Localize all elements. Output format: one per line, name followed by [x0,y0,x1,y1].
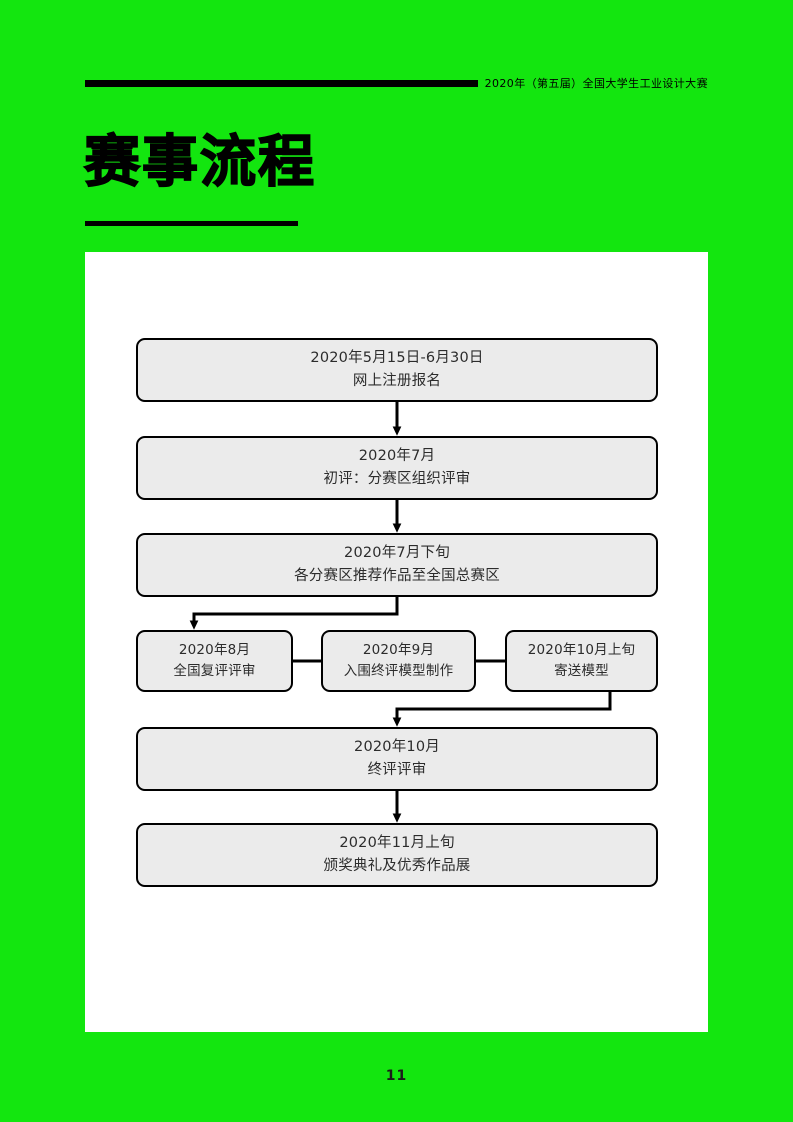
process-flowchart: 2020年5月15日-6月30日 网上注册报名 2020年7月 初评：分赛区组织… [85,252,708,1032]
content-panel: 2020年5月15日-6月30日 网上注册报名 2020年7月 初评：分赛区组织… [85,252,708,1032]
page-header: 2020年（第五届）全国大学生工业设计大赛 [85,72,708,94]
flow-node-line2: 全国复评评审 [173,663,256,679]
flow-node-line1: 2020年8月 [178,642,251,658]
flow-node-line2: 网上注册报名 [352,373,442,389]
page-title: 赛事流程 [83,130,316,195]
flow-node-line1: 2020年5月15日-6月30日 [310,350,484,366]
flow-node-line2: 各分赛区推荐作品至全国总赛区 [294,568,500,584]
flow-node-registration[interactable]: 2020年5月15日-6月30日 网上注册报名 [136,338,658,402]
flow-node-line1: 2020年9月 [362,642,435,658]
flow-node-line2: 颁奖典礼及优秀作品展 [323,858,471,874]
flow-node-send-model[interactable]: 2020年10月上旬 寄送模型 [505,630,658,692]
header-rule-icon [85,79,478,87]
flow-node-line1: 2020年10月 [354,739,440,755]
flow-node-national-second-review[interactable]: 2020年8月 全国复评评审 [136,630,293,692]
title-underline [85,221,298,226]
flow-node-line2: 终评评审 [367,762,427,778]
flow-node-model-making[interactable]: 2020年9月 入围终评模型制作 [321,630,476,692]
flow-node-line1: 2020年10月上旬 [527,642,636,658]
flow-node-line1: 2020年7月下旬 [344,545,450,561]
header-title: 2020年（第五届）全国大学生工业设计大赛 [484,76,708,90]
flow-node-line2: 入围终评模型制作 [343,663,454,679]
flow-node-preliminary-review[interactable]: 2020年7月 初评：分赛区组织评审 [136,436,658,500]
flow-node-line2: 初评：分赛区组织评审 [323,471,471,487]
flow-node-line2: 寄送模型 [554,663,609,679]
flow-node-recommend-works[interactable]: 2020年7月下旬 各分赛区推荐作品至全国总赛区 [136,533,658,597]
flow-node-line1: 2020年7月 [358,448,436,464]
flow-node-final-review[interactable]: 2020年10月 终评评审 [136,727,658,791]
flow-node-award-ceremony[interactable]: 2020年11月上旬 颁奖典礼及优秀作品展 [136,823,658,887]
page-number: 11 [385,1068,408,1084]
flow-node-line1: 2020年11月上旬 [339,835,455,851]
